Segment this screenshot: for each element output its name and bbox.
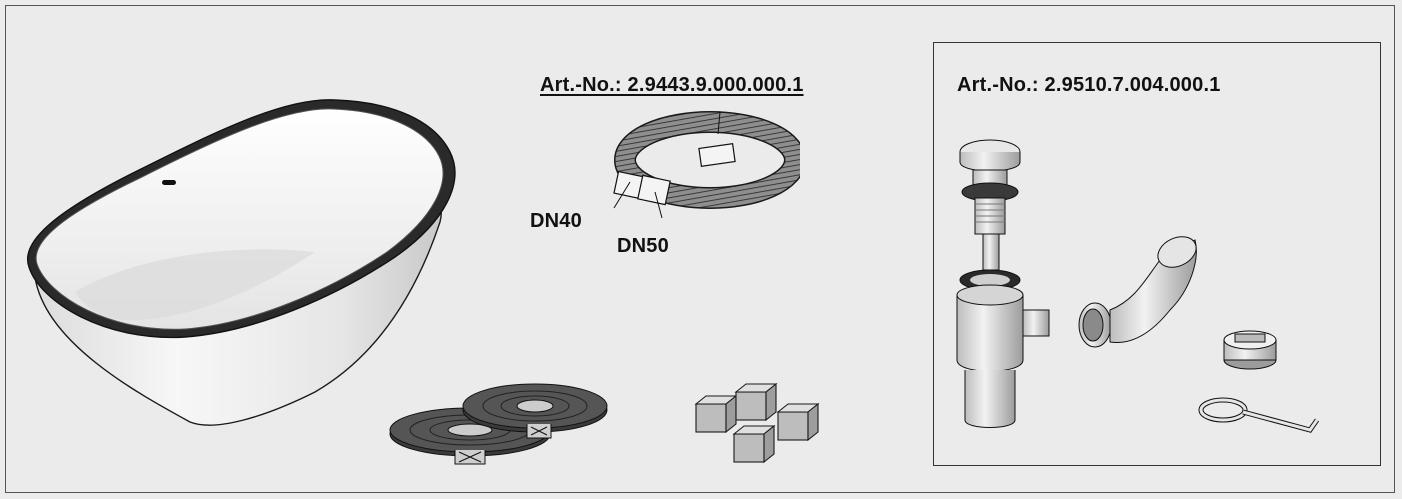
siphon-cap <box>1223 330 1277 370</box>
foam-cubes-illustration <box>694 382 820 464</box>
foam-cube-4 <box>732 424 776 464</box>
bathtub-illustration <box>27 99 456 426</box>
sealing-tape-illustration <box>389 383 608 465</box>
hose-illustration <box>613 111 800 218</box>
foam-cube-2 <box>734 382 778 422</box>
hose-end-cap <box>698 143 736 167</box>
mounting-key <box>1198 397 1320 433</box>
tape-roll-right <box>462 383 608 439</box>
dn40-label: DN40 <box>530 210 582 232</box>
foam-cube-3 <box>776 402 820 442</box>
siphon-article-number: Art.-No.: 2.9510.7.004.000.1 <box>957 74 1221 96</box>
dn50-label: DN50 <box>617 235 669 257</box>
drain-plug <box>959 139 1021 271</box>
elbow-pipe <box>1078 236 1197 348</box>
siphon-illustration <box>956 139 1320 433</box>
siphon-body <box>956 269 1050 428</box>
hose-article-number: Art.-No.: 2.9443.9.000.000.1 <box>540 74 804 96</box>
hose-connector-dn50 <box>637 174 671 206</box>
bathtub-overflow <box>162 180 176 185</box>
siphon-kit-box <box>933 42 1381 466</box>
foam-cube-1 <box>694 394 738 434</box>
